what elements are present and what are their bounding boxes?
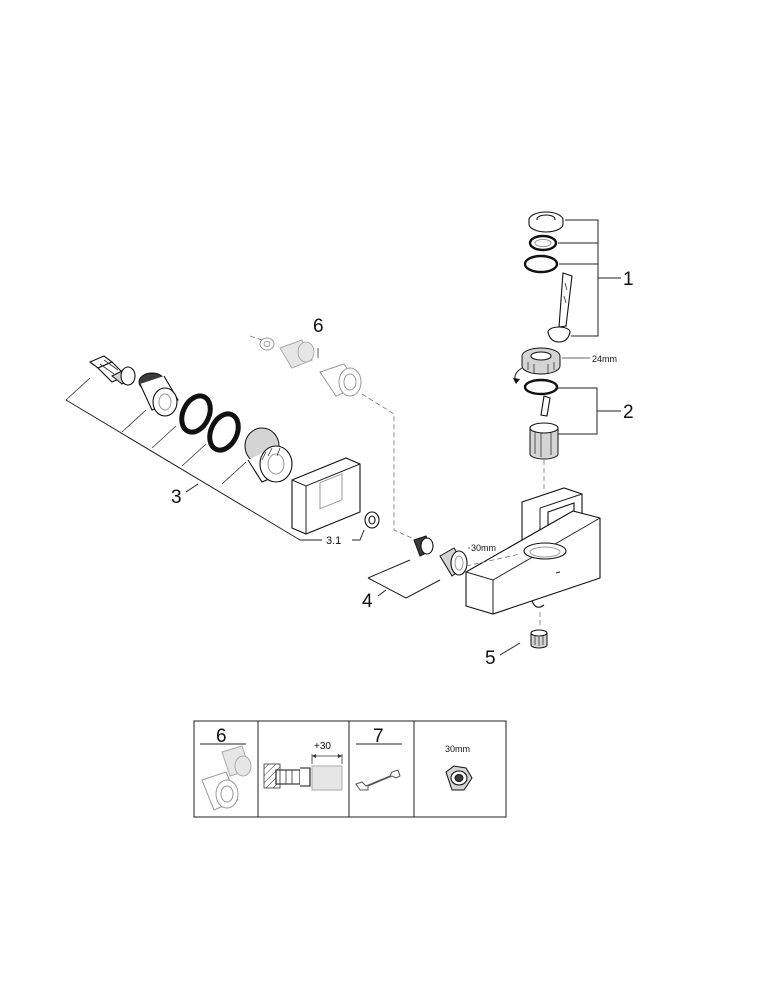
o-ring-lower — [523, 378, 559, 396]
part-group-3: 3 3.1 — [65, 355, 380, 547]
tools-box: 6 +30 7 30mm — [193, 720, 507, 818]
square-rosette — [291, 457, 361, 535]
label-part-3: 3 — [171, 487, 182, 508]
union-fitting — [138, 372, 179, 417]
lever-handle — [547, 272, 573, 343]
o-ring-large-2 — [207, 411, 241, 453]
mixer-body — [465, 487, 601, 615]
part-group-4: 30mm 4 — [362, 535, 521, 612]
cover-washer — [528, 211, 564, 233]
tools-cell-wrench: 7 — [355, 726, 402, 791]
tools-cell-label-30mm: 30mm — [445, 744, 470, 754]
dimension-24mm: 24mm — [592, 354, 617, 364]
connector-nipple — [413, 535, 434, 557]
tools-cell-label-7: 7 — [373, 726, 384, 747]
wrench-icon — [355, 769, 401, 791]
hex-nut-icon — [445, 765, 473, 791]
s-union — [88, 355, 136, 386]
part-group-1: 1 — [523, 211, 634, 343]
tools-cell-label-6: 6 — [216, 726, 227, 747]
cartridge — [529, 395, 559, 460]
dimension-30mm: 30mm — [471, 543, 496, 553]
part-5-aerator: 5 — [485, 629, 548, 669]
label-part-3-1: 3.1 — [326, 535, 341, 547]
label-part-4: 4 — [362, 591, 373, 612]
tools-cell-nut: 30mm — [445, 744, 473, 791]
o-ring-upper — [523, 254, 559, 274]
part-3-1-washer — [364, 511, 380, 529]
tools-cell-label-plus30: +30 — [314, 741, 331, 752]
tools-cell-extension: +30 — [263, 741, 343, 791]
tools-cell-part-6: 6 — [200, 726, 252, 811]
bonnet-nut: 24mm — [513, 347, 617, 384]
label-part-2: 2 — [623, 402, 634, 423]
label-part-5: 5 — [485, 648, 496, 669]
nut-30mm — [439, 547, 468, 577]
part-group-6: 6 — [249, 316, 413, 539]
label-part-6: 6 — [313, 316, 324, 337]
part-group-2: 2 — [523, 378, 634, 460]
threaded-flange — [244, 427, 293, 483]
label-part-1: 1 — [623, 269, 634, 290]
retaining-ring — [528, 234, 558, 252]
o-ring-large-1 — [179, 393, 213, 435]
